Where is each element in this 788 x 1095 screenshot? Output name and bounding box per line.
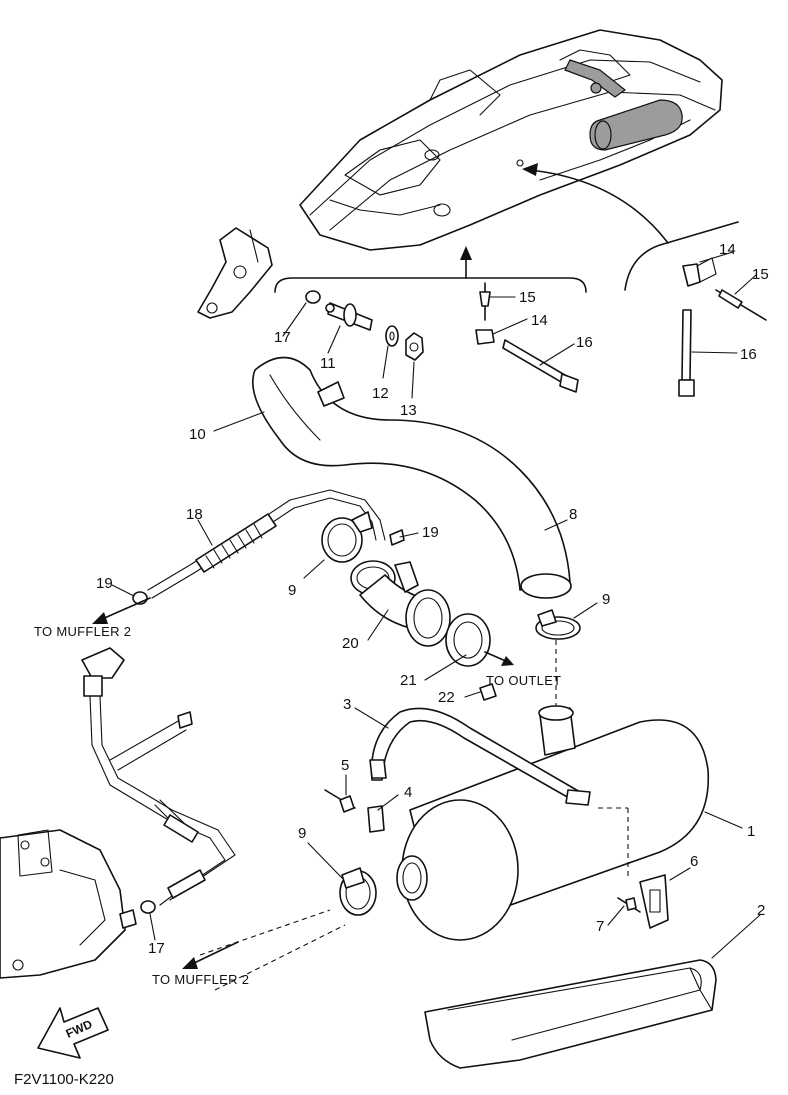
band-bracket-4 xyxy=(367,805,385,833)
engine-block xyxy=(0,829,137,979)
callout-8: 8 xyxy=(569,506,577,523)
callout-22: 22 xyxy=(438,689,455,706)
callout-12: 12 xyxy=(372,385,389,402)
gasket-21 xyxy=(445,613,514,667)
engine-piping-left xyxy=(81,647,236,914)
outlet-joint-20 xyxy=(350,560,451,647)
callout-11: 11 xyxy=(320,355,336,372)
callout-21: 21 xyxy=(400,672,417,689)
cable-tie-16-mid xyxy=(502,339,579,393)
callout-9-middle: 9 xyxy=(602,591,610,608)
callout-1: 1 xyxy=(747,823,755,840)
clip-17-top xyxy=(305,290,321,304)
hose-clamp-9-lower xyxy=(339,867,377,916)
rivet-15-mid xyxy=(479,282,491,321)
stud-bolt-11 xyxy=(325,302,373,331)
callout-7: 7 xyxy=(596,918,604,935)
callout-3: 3 xyxy=(343,696,351,713)
hose-clamp-9-upper xyxy=(321,511,373,563)
callout-17-lower: 17 xyxy=(148,940,165,957)
callout-numbers: 1 2 3 4 5 6 7 8 9 9 9 10 11 12 13 14 14 … xyxy=(96,241,769,957)
hose-18 xyxy=(147,489,386,599)
callout-17-upper: 17 xyxy=(274,329,291,346)
dashed-hose-outline xyxy=(199,909,346,991)
screw-7 xyxy=(617,897,641,913)
callout-2: 2 xyxy=(757,902,765,919)
callout-5: 5 xyxy=(341,757,349,774)
hull-arrows xyxy=(460,163,669,279)
callout-14-right: 14 xyxy=(719,241,736,258)
callout-4: 4 xyxy=(404,784,412,801)
holder-14-right xyxy=(682,257,717,287)
nut-13 xyxy=(405,332,424,361)
muffler-band-3 xyxy=(369,707,591,806)
rivet-15-right xyxy=(715,289,767,321)
direction-arrows xyxy=(92,597,239,969)
group-brackets xyxy=(274,221,739,293)
callout-19-right: 19 xyxy=(422,524,439,541)
bracket-10 xyxy=(197,227,273,319)
callout-16-right: 16 xyxy=(740,346,757,363)
muffler-1 xyxy=(396,705,710,941)
hose-clip-19-right xyxy=(389,529,405,546)
callout-13: 13 xyxy=(400,402,417,419)
cable-tie-16-right xyxy=(678,309,695,397)
callout-18: 18 xyxy=(186,506,203,523)
callout-15-right: 15 xyxy=(752,266,769,283)
callout-15-mid: 15 xyxy=(519,289,536,306)
hose-clamp-9-middle xyxy=(535,609,581,640)
callout-20: 20 xyxy=(342,635,359,652)
callout-9-lower: 9 xyxy=(298,825,306,842)
band-holder-6 xyxy=(639,874,669,929)
fwd-arrow-icon: FWD xyxy=(37,1007,109,1059)
washer-12 xyxy=(385,325,399,347)
watercraft-illustration xyxy=(299,29,723,251)
callout-6: 6 xyxy=(690,853,698,870)
to-muffler-2-label-lower: TO MUFFLER 2 xyxy=(152,972,249,987)
callout-16-mid: 16 xyxy=(576,334,593,351)
leader-lines xyxy=(111,251,761,959)
callout-14-mid: 14 xyxy=(531,312,548,329)
bolt-22 xyxy=(479,683,497,701)
diagram-code: F2V1100-K220 xyxy=(14,1071,114,1088)
callout-9-upper: 9 xyxy=(288,582,296,599)
to-muffler-2-label-upper: TO MUFFLER 2 xyxy=(34,624,131,639)
exhaust-pipe-8 xyxy=(251,356,572,599)
muffler-cover-2 xyxy=(424,959,717,1069)
to-outlet-label: TO OUTLET xyxy=(486,673,561,688)
callout-19-left: 19 xyxy=(96,575,113,592)
callout-10: 10 xyxy=(189,426,206,443)
holder-14-mid xyxy=(475,329,495,345)
screw-5 xyxy=(324,789,356,813)
